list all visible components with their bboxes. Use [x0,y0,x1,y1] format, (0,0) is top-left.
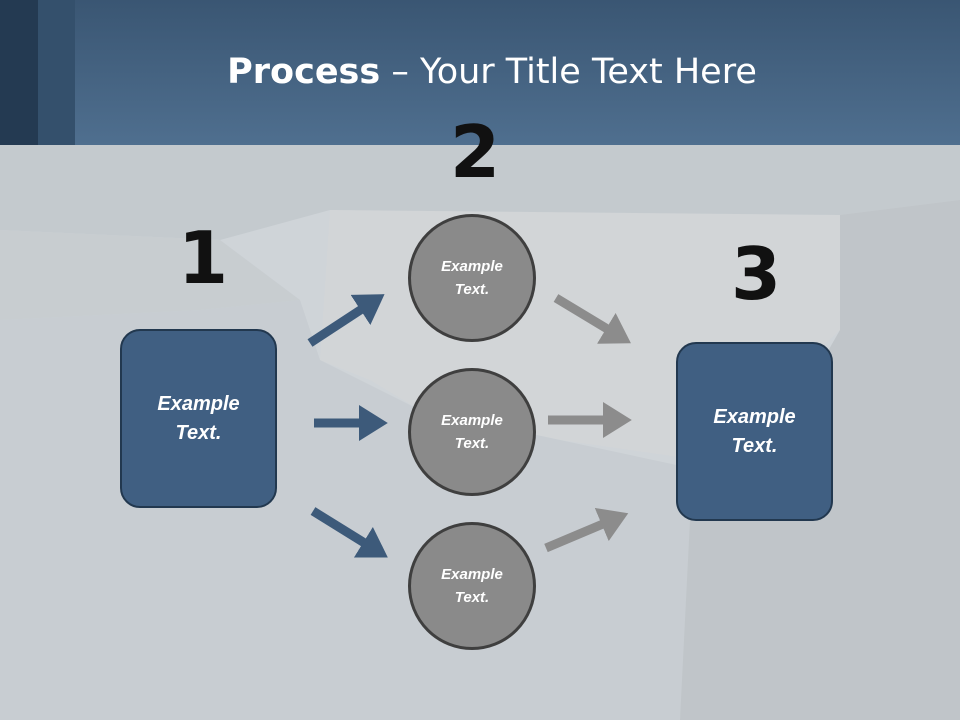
step-number-2: 2 [450,110,501,194]
header-accent-strip [38,0,75,145]
circle-bottom-line2: Text. [454,589,490,606]
circle-middle-line1: Example [441,412,503,429]
step-number-3: 3 [731,232,782,316]
right-box-line2: Text. [731,434,778,457]
left-box-line2: Text. [175,421,222,444]
circle-bottom-line1: Example [441,566,503,583]
left-box-line1: Example [157,392,240,415]
arrow-blue-up [307,294,385,347]
title-bold: Process [227,52,381,92]
right-box-line1: Example [713,405,796,428]
circle-top-line2: Text. [454,281,490,298]
header-accent-strip [0,0,38,145]
header-bar [0,0,960,145]
step-number-1: 1 [178,216,229,300]
circle-top-line1: Example [441,258,503,275]
arrow-gray-up [544,507,629,553]
slide-title: Process – Your Title Text Here [0,52,960,92]
arrow-blue-down [310,507,388,558]
arrow-gray-down [553,294,631,344]
title-rest: – Your Title Text Here [380,52,757,92]
circle-middle-line2: Text. [454,435,490,452]
